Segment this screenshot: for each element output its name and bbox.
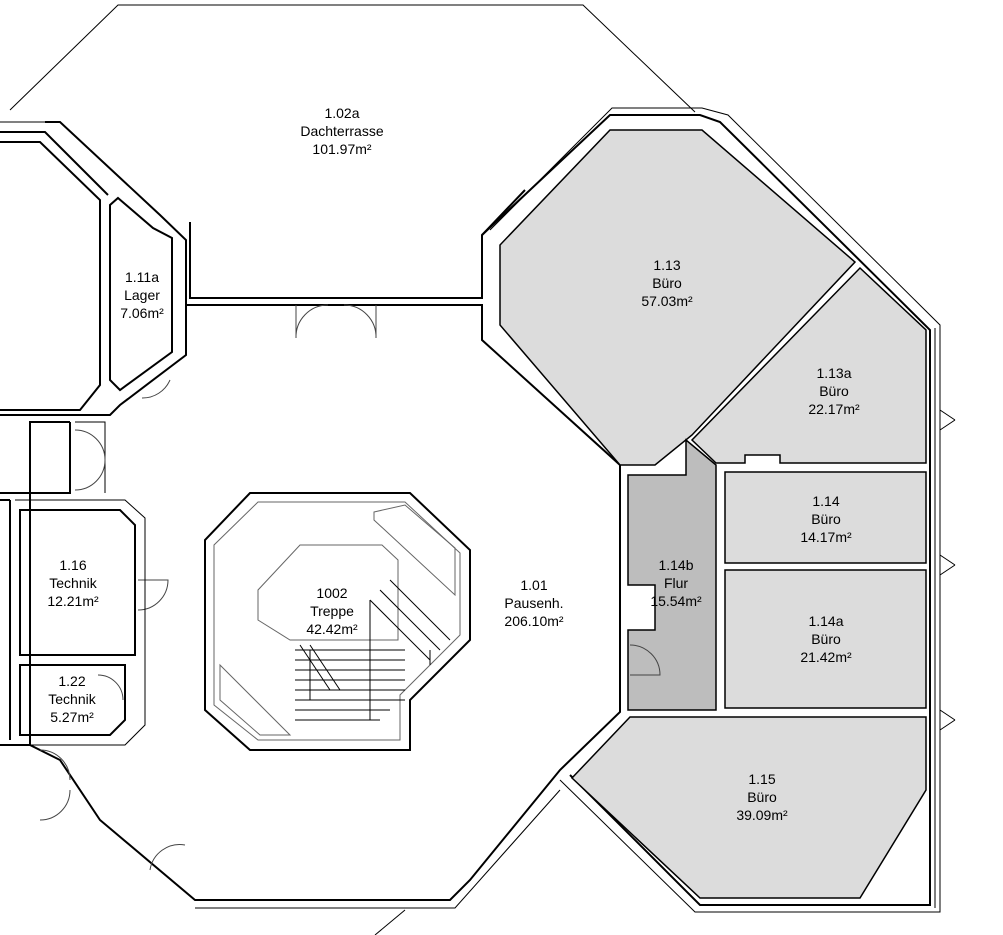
room-id: 1.11a xyxy=(125,269,159,285)
room-labels: 1.02a Dachterrasse 101.97m² 1.11a Lager … xyxy=(47,105,860,823)
room-name: Lager xyxy=(124,287,160,303)
office-rooms xyxy=(499,129,927,899)
room-name: Flur xyxy=(664,575,688,591)
room-name: Büro xyxy=(811,631,841,647)
room-label-1-13: 1.13 Büro 57.03m² xyxy=(641,257,693,309)
room-area: 42.42m² xyxy=(306,621,358,637)
room-id: 1.15 xyxy=(748,771,775,787)
room-name: Treppe xyxy=(310,603,354,619)
room-id: 1.01 xyxy=(520,577,547,593)
room-area: 21.42m² xyxy=(800,649,852,665)
room-1-14b-floor xyxy=(627,438,717,711)
room-name: Büro xyxy=(811,511,841,527)
room-id: 1.16 xyxy=(59,557,86,573)
hall-walls xyxy=(0,304,621,935)
room-id: 1.14a xyxy=(808,613,843,629)
room-1-14-floor xyxy=(724,471,927,564)
room-name: Technik xyxy=(48,691,96,707)
room-label-1-01: 1.01 Pausenh. 206.10m² xyxy=(504,577,563,629)
room-area: 39.09m² xyxy=(736,807,788,823)
room-id: 1.22 xyxy=(58,673,85,689)
room-name: Dachterrasse xyxy=(300,123,383,139)
room-label-1-02a: 1.02a Dachterrasse 101.97m² xyxy=(300,105,383,157)
technik-rooms xyxy=(0,499,146,746)
room-area: 57.03m² xyxy=(641,293,693,309)
room-area: 12.21m² xyxy=(47,593,99,609)
room-name: Büro xyxy=(652,275,682,291)
room-area: 15.54m² xyxy=(650,593,702,609)
room-label-1-22: 1.22 Technik 5.27m² xyxy=(48,673,96,725)
room-id: 1002 xyxy=(316,585,347,601)
room-area: 14.17m² xyxy=(800,529,852,545)
room-label-1002: 1002 Treppe 42.42m² xyxy=(306,585,358,637)
room-1-13-floor xyxy=(499,129,857,466)
room-id: 1.14 xyxy=(812,493,839,509)
room-1-13a-floor xyxy=(690,266,927,464)
terrace-outline xyxy=(0,4,696,299)
staircase xyxy=(204,492,471,751)
room-name: Technik xyxy=(49,575,97,591)
room-id: 1.02a xyxy=(324,105,359,121)
stair-treads xyxy=(295,579,451,721)
room-1-15-floor xyxy=(570,716,927,899)
room-name: Pausenh. xyxy=(504,595,563,611)
room-label-1-14b: 1.14b Flur 15.54m² xyxy=(650,557,702,609)
room-label-1-14a: 1.14a Büro 21.42m² xyxy=(800,613,852,665)
hall-doors xyxy=(39,304,377,871)
lager-walls xyxy=(0,121,187,416)
room-id: 1.14b xyxy=(658,557,693,573)
room-area: 101.97m² xyxy=(312,141,371,157)
room-area: 206.10m² xyxy=(504,613,563,629)
east-wing-walls xyxy=(481,107,956,913)
room-label-1-14: 1.14 Büro 14.17m² xyxy=(800,493,852,545)
room-id: 1.13 xyxy=(653,257,680,273)
room-label-1-13a: 1.13a Büro 22.17m² xyxy=(808,365,860,417)
room-1-14a-floor xyxy=(724,569,927,709)
room-area: 22.17m² xyxy=(808,401,860,417)
room-id: 1.13a xyxy=(816,365,851,381)
room-area: 7.06m² xyxy=(120,305,164,321)
room-area: 5.27m² xyxy=(50,709,94,725)
room-name: Büro xyxy=(819,383,849,399)
room-label-1-15: 1.15 Büro 39.09m² xyxy=(736,771,788,823)
room-label-1-11a: 1.11a Lager 7.06m² xyxy=(120,269,164,321)
room-name: Büro xyxy=(747,789,777,805)
room-label-1-16: 1.16 Technik 12.21m² xyxy=(47,557,99,609)
